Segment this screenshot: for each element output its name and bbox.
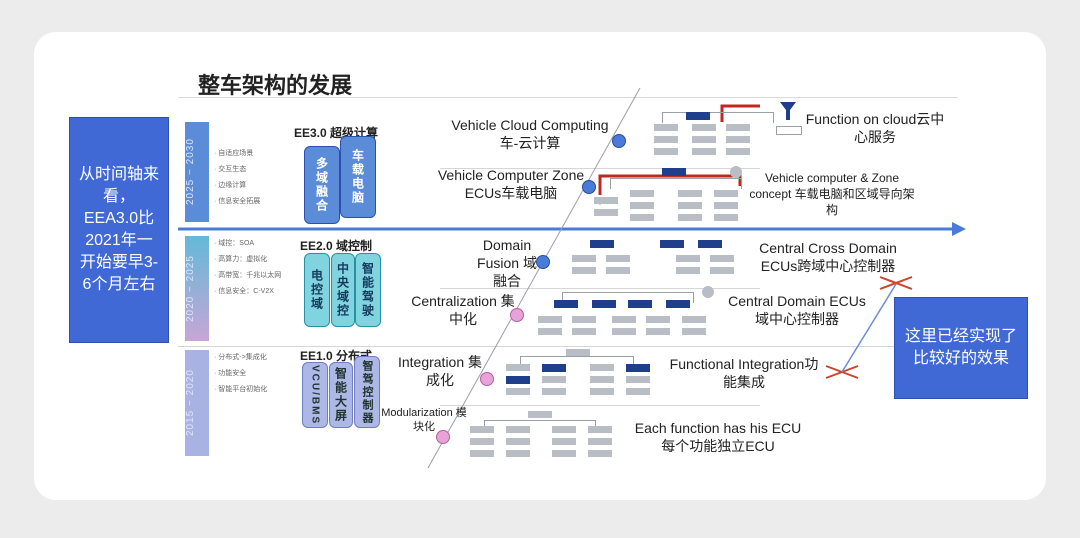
stage-box: 智驾控制器	[354, 356, 380, 428]
stage-box: VCU/BMS	[302, 362, 328, 428]
bullet: 交互生态	[218, 166, 247, 173]
era-3-bullets: · 自适应场景 · 交互生态 · 边缘计算 · 信息安全拓展	[214, 150, 261, 205]
bullet: 智能平台初始化	[218, 386, 268, 393]
page-title: 整车架构的发展	[198, 73, 353, 98]
bullet: 自适应场景	[218, 150, 254, 157]
section-divider	[178, 346, 958, 347]
section-divider	[440, 288, 760, 289]
stage-box: 中央域控	[331, 253, 355, 327]
right-callout: 这里已经实现了比较好的效果	[894, 297, 1028, 399]
bullet: 高算力：虚拟化	[218, 256, 268, 263]
section-divider	[440, 168, 760, 169]
bullet: 域控：SOA	[218, 240, 255, 247]
label-zone-concept: Vehicle computer & Zone concept 车载电脑和区域导…	[749, 171, 915, 217]
stage-box: 智能大屏	[329, 362, 353, 428]
bullet: 信息安全：C-V2X	[218, 288, 274, 295]
bullet: 信息安全拓展	[218, 198, 261, 205]
left-callout: 从时间轴来看，EEA3.0比2021年一开始要早3-6个月左右	[69, 117, 169, 343]
label-vehicle-cloud: Vehicle Cloud Computing车-云计算	[451, 117, 609, 151]
label-vehicle-computer: Vehicle Computer Zone ECUs车载电脑	[437, 167, 585, 201]
era-years-2: 2020 ~ 2025	[185, 255, 196, 322]
label-modularization: Modularization 模块化	[381, 407, 467, 433]
stage-box: 多域融合	[304, 146, 340, 224]
era-1-bullets: · 分布式->集成化 · 功能安全 · 智能平台初始化	[214, 354, 268, 393]
stage-box: 电控域	[304, 253, 330, 327]
label-function-cloud: Function on cloud云中心服务	[805, 111, 945, 145]
stage-box: 智能驾驶	[355, 253, 381, 327]
bullet: 分布式->集成化	[218, 354, 267, 361]
label-each-function: Each function has his ECU每个功能独立ECU	[634, 420, 802, 454]
title-divider	[178, 97, 958, 98]
stage-marker	[536, 255, 550, 269]
stage-box: 车载电脑	[340, 136, 376, 218]
era-bar-2	[185, 236, 209, 341]
era-years-1: 2015 ~ 2020	[185, 369, 196, 437]
bullet: 功能安全	[218, 370, 247, 377]
stage-marker	[480, 372, 494, 386]
stage-marker	[582, 180, 596, 194]
label-domain-fusion: Domain Fusion 域融合	[477, 237, 537, 289]
label-integration: Integration 集成化	[397, 354, 483, 388]
label-cross-domain: Central Cross Domain ECUs跨域中心控制器	[759, 240, 897, 274]
era-2-bullets: · 域控：SOA · 高算力：虚拟化 · 高带宽：千兆以太网 · 信息安全：C-…	[214, 240, 282, 295]
stage-title-ee2: EE2.0 域控制	[300, 239, 373, 253]
era-bar-3	[185, 122, 209, 222]
stage-marker	[510, 308, 524, 322]
bullet: 高带宽：千兆以太网	[218, 272, 282, 279]
stage-marker	[612, 134, 626, 148]
label-central-domain: Central Domain ECUs域中心控制器	[728, 293, 866, 327]
label-functional-integration: Functional Integration功能集成	[669, 356, 819, 390]
stage-marker	[436, 430, 450, 444]
era-bar-1	[185, 350, 209, 456]
era-years-3: 2025 ~ 2030	[185, 138, 196, 206]
label-centralization: Centralization 集中化	[411, 293, 515, 327]
section-divider	[440, 405, 760, 406]
bullet: 边缘计算	[218, 182, 247, 189]
